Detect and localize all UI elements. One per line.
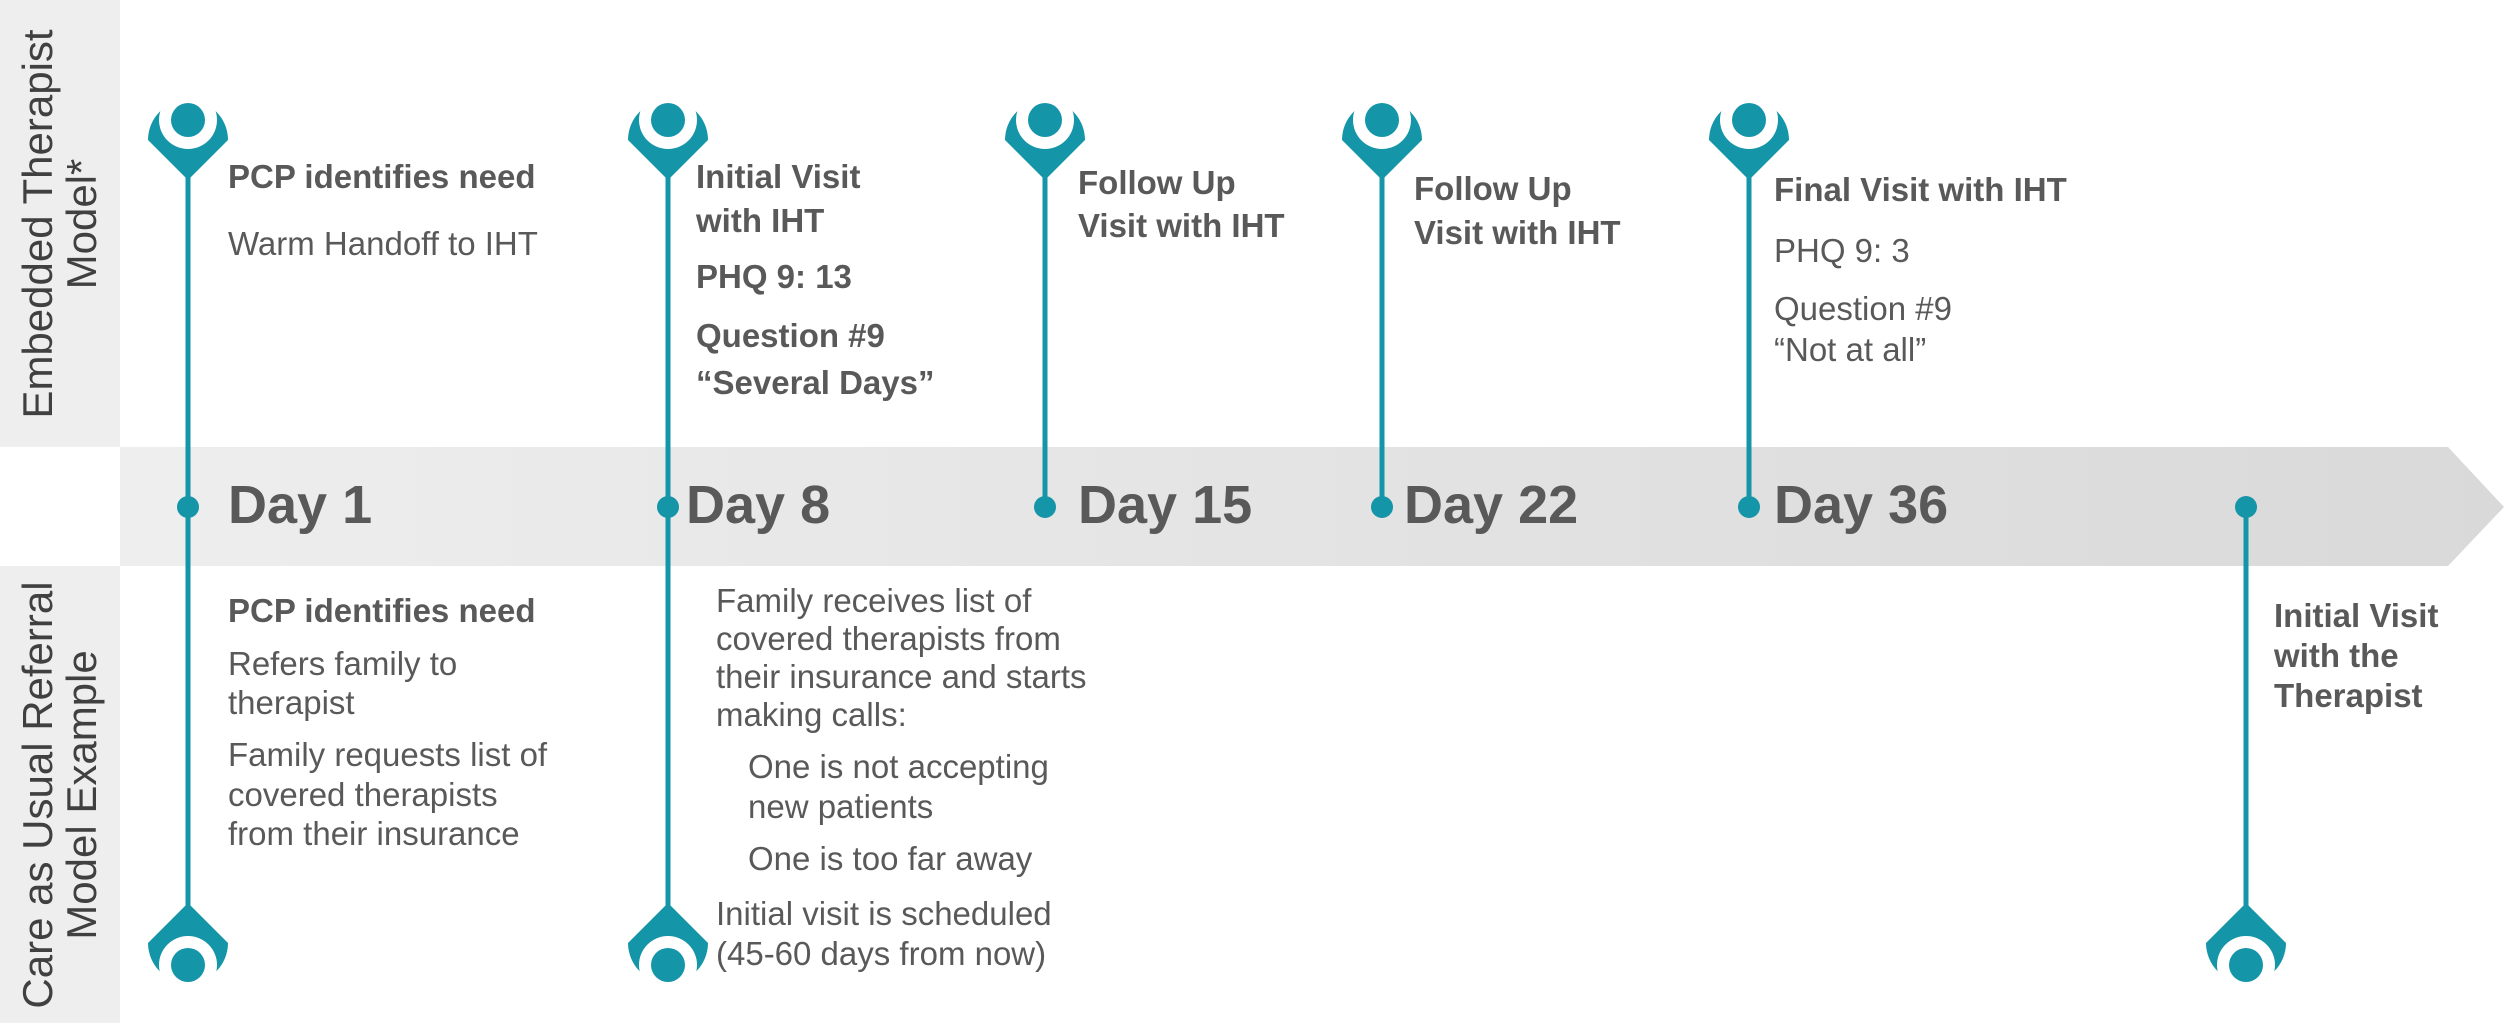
usual-day1-line: Refers family to	[228, 645, 458, 682]
embedded-day36-q9-2: “Not at all”	[1774, 331, 1927, 368]
day-15-label: Day 15	[1078, 475, 1253, 535]
embedded-day36-phq: PHQ 9: 3	[1774, 232, 1910, 269]
embedded-day1-title: PCP identifies need	[228, 158, 536, 195]
usual-day1-line: Family requests list of	[228, 736, 548, 773]
usual-day8-subitem: new patients	[748, 788, 934, 825]
embedded-day36-title: Final Visit with IHT	[1774, 171, 2067, 208]
usual-final-title: Initial Visit	[2274, 597, 2439, 634]
embedded-day8-title-1: Initial Visit	[696, 158, 861, 195]
usual-day1-title: PCP identifies need	[228, 592, 536, 629]
map-pin-icon	[1342, 91, 1422, 180]
usual-day8-line: their insurance and starts	[716, 658, 1087, 695]
embedded-day8-title-2: with IHT	[696, 202, 825, 239]
day-8-label: Day 8	[686, 475, 831, 535]
usual-day8-line: making calls:	[716, 696, 907, 733]
day-1-label: Day 1	[228, 475, 373, 535]
usual-day8-line: Family receives list of	[716, 582, 1032, 619]
timeline-dot	[657, 496, 679, 518]
timeline-dot	[1738, 496, 1760, 518]
usual-final-title: with the	[2274, 637, 2399, 674]
usual-day8-subitem: One is not accepting	[748, 748, 1049, 785]
embedded-day15-title-1: Follow Up	[1078, 164, 1236, 201]
embedded-day1-detail: Warm Handoff to IHT	[228, 225, 538, 262]
map-pin-icon	[628, 91, 708, 180]
map-pin-icon	[148, 903, 228, 994]
embedded-day8-phq: PHQ 9: 13	[696, 258, 852, 295]
timeline-dot	[177, 496, 199, 518]
embedded-day36-q9-1: Question #9	[1774, 290, 1952, 327]
usual-day8-line: covered therapists from	[716, 620, 1061, 657]
usual-day1-line: covered therapists	[228, 776, 498, 813]
usual-day8-line: Initial visit is scheduled	[716, 895, 1052, 932]
timeline-dot	[1034, 496, 1056, 518]
embedded-day8-q9-2: “Several Days”	[696, 364, 935, 401]
usual-day8-line: (45-60 days from now)	[716, 935, 1047, 972]
usual-final-title: Therapist	[2274, 677, 2423, 714]
timeline-dot	[1371, 496, 1393, 518]
map-pin-icon	[628, 903, 708, 994]
timeline-dot	[2235, 496, 2257, 518]
embedded-day22-title-2: Visit with IHT	[1414, 214, 1621, 251]
map-pin-icon	[1709, 91, 1789, 180]
usual-day1-line: therapist	[228, 684, 355, 721]
day-36-label: Day 36	[1774, 475, 1949, 535]
day-22-label: Day 22	[1404, 475, 1579, 535]
usual-day8-subitem: One is too far away	[748, 840, 1033, 877]
map-pin-icon	[2206, 903, 2286, 994]
sidebar-top: Embedded Therapist Model*	[0, 0, 120, 447]
map-pin-icon	[1005, 91, 1085, 180]
embedded-day8-q9-1: Question #9	[696, 317, 885, 354]
map-pin-icon	[148, 91, 228, 180]
sidebar-bottom: Care as Usual Referral Model Example	[0, 566, 120, 1023]
usual-day1-line: from their insurance	[228, 815, 520, 852]
embedded-day15-title-2: Visit with IHT	[1078, 207, 1285, 244]
embedded-day22-title-1: Follow Up	[1414, 170, 1572, 207]
